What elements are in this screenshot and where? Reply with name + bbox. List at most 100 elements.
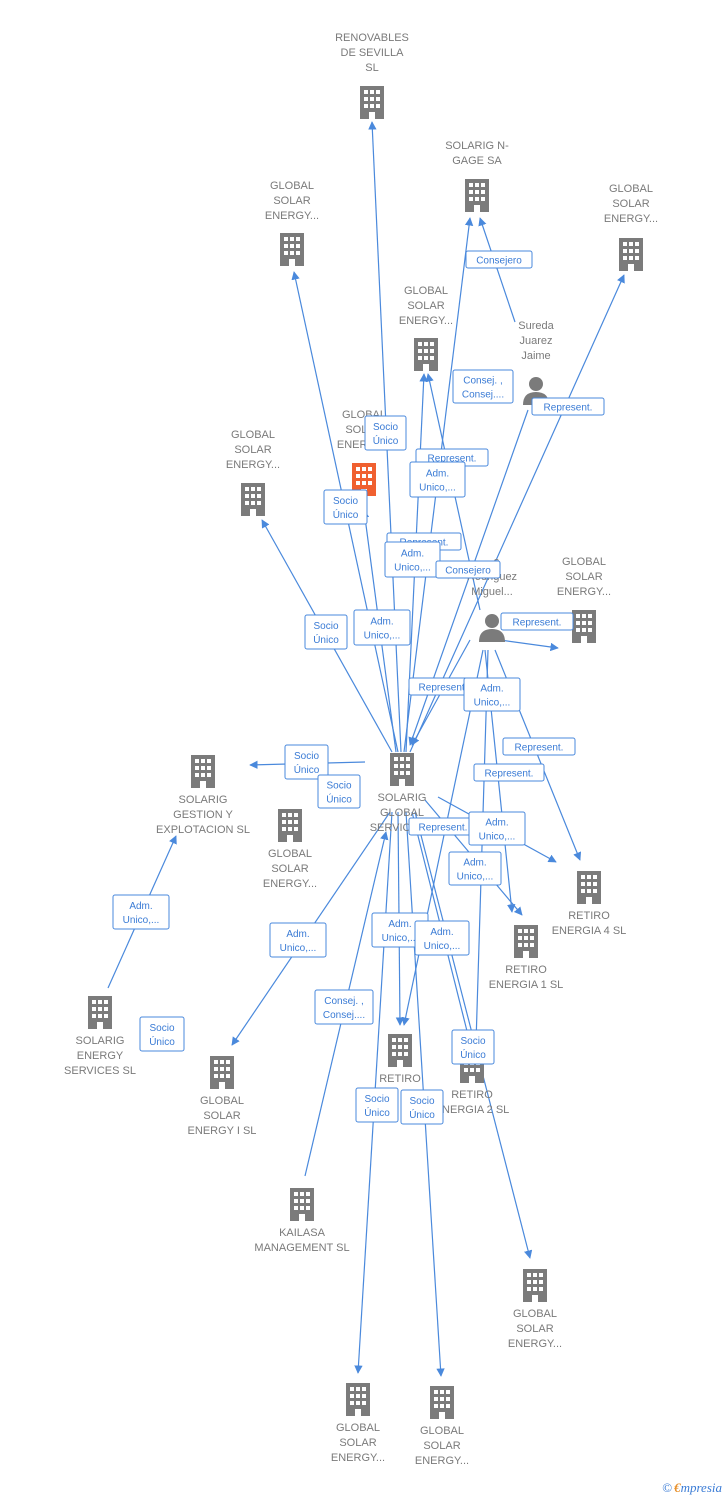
node-label-line: ENERGY... bbox=[557, 586, 611, 598]
node-label-line: ENERGIA 2 SL bbox=[435, 1104, 510, 1116]
edge-label[interactable]: Adm.Unico,... bbox=[371, 912, 429, 948]
edge-label-box bbox=[465, 250, 533, 269]
edge-label-text: Represent. bbox=[544, 403, 593, 414]
edge-label-text: Represent. bbox=[428, 454, 477, 465]
edge-label-text: Adm. bbox=[286, 929, 309, 940]
node-gse_right[interactable]: GLOBALSOLARENERGY... bbox=[557, 556, 611, 643]
edge-label[interactable]: Represent. bbox=[502, 737, 576, 756]
building-icon bbox=[390, 753, 414, 786]
edge-label-text: Consej. , bbox=[324, 996, 363, 1007]
edge-label-text: Socio bbox=[364, 1094, 389, 1105]
edge-label[interactable]: Consej. ,Consej.... bbox=[314, 989, 374, 1025]
edge-label-box bbox=[463, 677, 521, 712]
node-gse_br[interactable]: GLOBALSOLARENERGY... bbox=[508, 1269, 562, 1350]
node-solarig_global[interactable]: SOLARIGGLOBALSERVICES... bbox=[370, 753, 435, 834]
edge-label-box bbox=[500, 612, 574, 631]
node-gse_b2[interactable]: GLOBALSOLARENERGY... bbox=[415, 1386, 469, 1467]
edge-label[interactable]: Represent. bbox=[473, 763, 545, 782]
edge-label-text: Represent. bbox=[485, 769, 534, 780]
building-icon bbox=[514, 925, 538, 958]
edge-label[interactable]: Adm.Unico,... bbox=[112, 894, 170, 930]
edge-label[interactable]: Adm.Unico,... bbox=[409, 461, 466, 498]
node-retiro_c[interactable]: RETIRO bbox=[379, 1034, 421, 1085]
building-icon bbox=[290, 1188, 314, 1221]
edge-label-box bbox=[468, 811, 526, 846]
node-gse_tr[interactable]: GLOBALSOLARENERGY... bbox=[604, 183, 658, 271]
edge-label[interactable]: Consejero bbox=[435, 560, 501, 579]
edge-label-box bbox=[451, 1029, 495, 1065]
edge-label-text: Unico,... bbox=[419, 483, 456, 494]
edge-label-text: Unico,... bbox=[123, 915, 160, 926]
node-label-line: SL bbox=[365, 62, 378, 74]
building-icon bbox=[619, 238, 643, 271]
node-label-line: DE SEVILLA bbox=[341, 47, 405, 59]
edge-label-text: Adm. bbox=[463, 858, 486, 869]
edge-label[interactable]: Adm.Unico,... bbox=[463, 677, 521, 712]
edge-label-text: Represent. bbox=[513, 618, 562, 629]
edge-label-text: Unico,... bbox=[280, 943, 317, 954]
node-label-line: ENERGY bbox=[77, 1050, 124, 1062]
node-label-line: GLOBAL bbox=[404, 285, 448, 297]
edge-label[interactable]: Represent. bbox=[500, 612, 574, 631]
edge-label[interactable]: Represent. bbox=[531, 397, 605, 416]
edge-person_miguel-to-retiro2 bbox=[472, 649, 489, 1044]
edge-label-text: Unico,... bbox=[474, 698, 511, 709]
edge-label-box bbox=[139, 1016, 185, 1052]
edge-label-text: Único bbox=[313, 633, 339, 646]
node-gse_tl[interactable]: GLOBALSOLARENERGY... bbox=[265, 180, 319, 266]
node-label-line: GLOBAL bbox=[562, 556, 606, 568]
edge-label-box bbox=[502, 737, 576, 756]
node-label-line: SERVICES SL bbox=[64, 1065, 136, 1077]
edge-label[interactable]: Represent. bbox=[408, 817, 478, 836]
node-label-line: GLOBAL bbox=[200, 1095, 244, 1107]
edge-label-box bbox=[414, 920, 470, 956]
node-label-line: Juarez bbox=[519, 335, 552, 347]
edge-label-text: Consejero bbox=[476, 256, 522, 267]
node-gse_left[interactable]: GLOBALSOLARENERGY... bbox=[226, 429, 280, 516]
node-gse_center_left[interactable]: GLOBALSOLARENERGY... bbox=[263, 809, 317, 890]
node-gse_b1[interactable]: GLOBALSOLARENERGY... bbox=[331, 1383, 385, 1464]
edge-person_miguel-to-gse_right bbox=[499, 639, 559, 652]
edge-label[interactable]: Consej. ,Consej.... bbox=[452, 369, 514, 404]
edge-solarig_global-to-gse_tr bbox=[409, 274, 625, 753]
edge-label[interactable]: Adm.Unico,... bbox=[353, 609, 411, 646]
edge-label-box bbox=[364, 415, 407, 451]
edge-label[interactable]: Adm. Unico,... bbox=[269, 922, 327, 958]
edge-label-box bbox=[112, 894, 170, 930]
node-label-line: ENERGY... bbox=[331, 1452, 385, 1464]
empresia-watermark[interactable]: ©€mpresia bbox=[662, 1480, 722, 1496]
edge-label-box bbox=[269, 922, 327, 958]
edge-label[interactable]: Adm.Unico,... bbox=[468, 811, 526, 846]
edge-label-text: Único bbox=[326, 793, 352, 806]
edge-label[interactable]: Adm.Unico,... bbox=[448, 851, 502, 886]
node-ngage[interactable]: SOLARIG N-GAGE SA bbox=[445, 140, 509, 212]
edge-label[interactable]: Adm.Unico,... bbox=[384, 541, 441, 578]
edge-label[interactable]: Consejero bbox=[465, 250, 533, 269]
node-gse_mid[interactable]: GLOBALSOLARENERGY... bbox=[399, 285, 453, 371]
edge-label-text: Socio bbox=[409, 1096, 434, 1107]
edge-label[interactable]: Adm.Unico,... bbox=[414, 920, 470, 956]
node-label-line: SOLAR bbox=[273, 195, 310, 207]
edge-label-box bbox=[409, 461, 466, 498]
edge-label-text: Único bbox=[294, 763, 320, 776]
